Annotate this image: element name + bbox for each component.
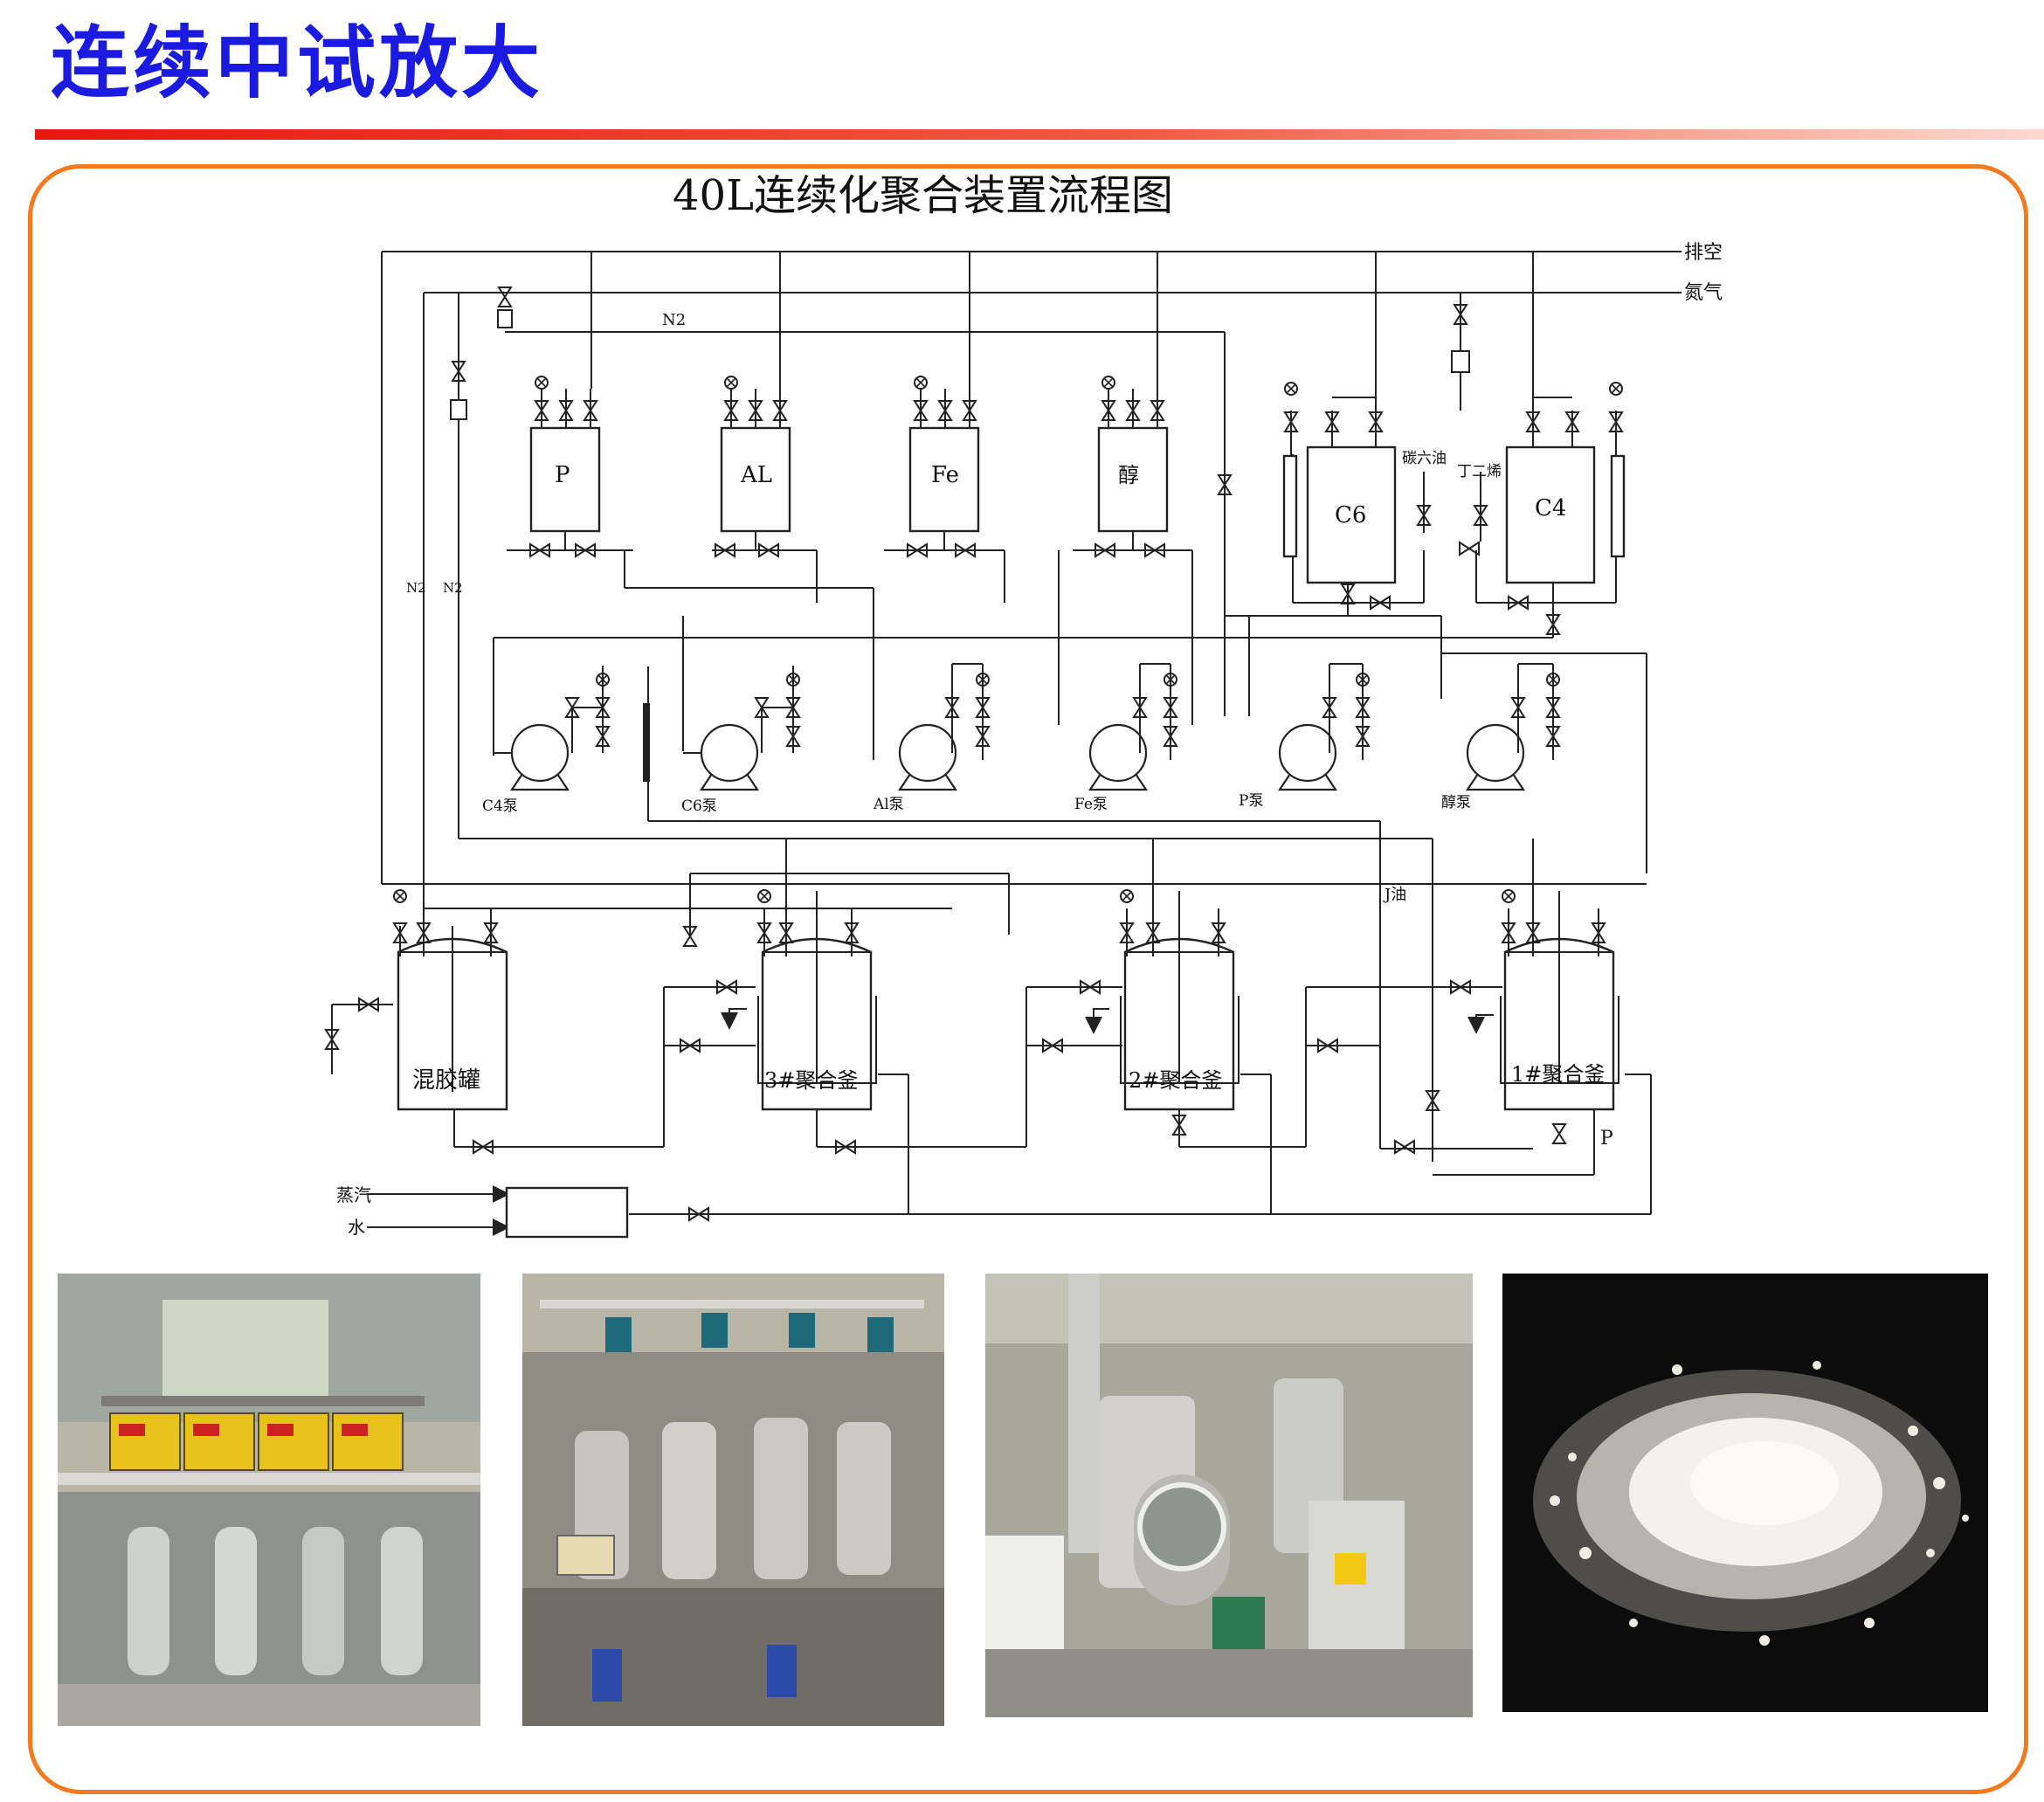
- content-frame: [28, 164, 2028, 1794]
- reactor-label-mixing: 混胶罐: [412, 1067, 480, 1094]
- pump-label-alcohol: 醇泵: [1441, 794, 1471, 811]
- photo-polymer-granules: [1502, 1274, 1988, 1712]
- c6-feed-label: 碳六油: [1402, 450, 1447, 467]
- photo-pump-station: [58, 1274, 480, 1726]
- title-underline: [35, 129, 2044, 140]
- reactor-label-3: 3#聚合釜: [764, 1068, 858, 1093]
- tank-label-c6: C6: [1335, 502, 1366, 528]
- nitrogen-label: 氮气: [1684, 282, 1723, 304]
- tank-label-alcohol: 醇: [1118, 463, 1139, 487]
- steam-label: 蒸汽: [336, 1184, 371, 1205]
- reactor-label-1: 1#聚合釜: [1511, 1062, 1605, 1087]
- reactor-1-p-label: P: [1600, 1128, 1613, 1150]
- tank-label-fe: Fe: [931, 462, 959, 488]
- heat-exchanger: [505, 1186, 629, 1239]
- vent-label: 排空: [1684, 242, 1723, 264]
- pump-label-c4: C4泵: [482, 797, 518, 815]
- photo-reactor-rack: [522, 1274, 944, 1726]
- process-flow-diagram: 40L连续化聚合装置流程图: [325, 171, 1723, 1239]
- pump-label-p: P泵: [1239, 792, 1263, 810]
- diagram-title: 40L连续化聚合装置流程图: [673, 171, 1173, 220]
- c4-feed-label: 丁二烯: [1457, 463, 1502, 480]
- page-title: 连续中试放大: [51, 17, 543, 109]
- tank-label-p: P: [555, 462, 570, 488]
- water-label: 水: [348, 1217, 365, 1238]
- pump-label-al: Al泵: [873, 796, 904, 813]
- pump-label-c6: C6泵: [681, 797, 717, 815]
- tank-label-c4: C4: [1535, 495, 1566, 521]
- reactor-label-2: 2#聚合釜: [1129, 1068, 1222, 1093]
- n2-left-label: N2: [406, 580, 426, 596]
- pump-label-fe: Fe泵: [1074, 796, 1108, 813]
- tank-label-al: AL: [740, 462, 772, 488]
- n2-right-label: N2: [443, 580, 463, 596]
- photo-pilot-plant: [985, 1274, 1473, 1717]
- n2-label: N2: [662, 311, 686, 329]
- oil-label: J油: [1383, 886, 1406, 904]
